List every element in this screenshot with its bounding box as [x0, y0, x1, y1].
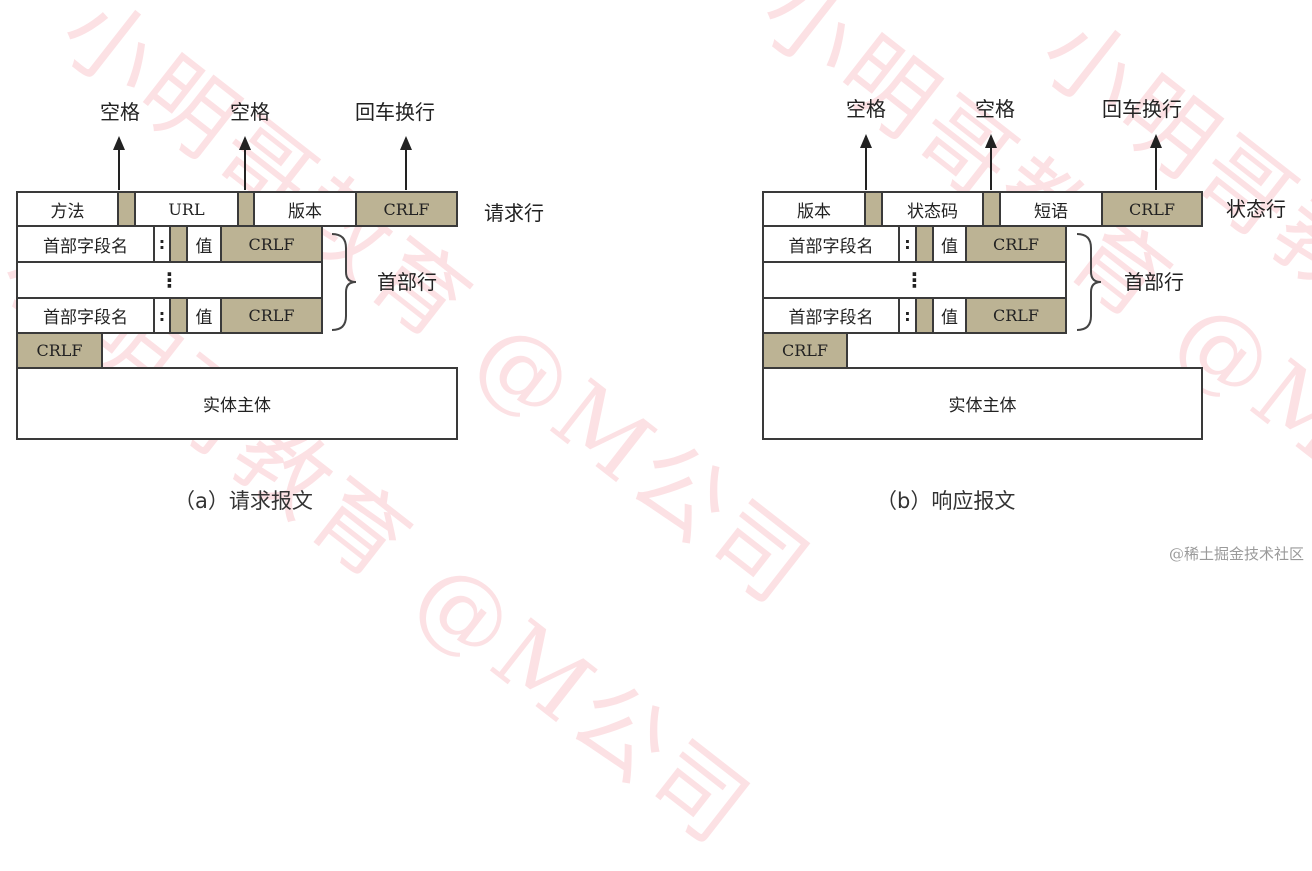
space-label: 空格	[100, 100, 140, 124]
request-line-label: 请求行	[484, 201, 544, 225]
space-label: 空格	[230, 100, 270, 124]
arrow-up-icon	[1150, 134, 1162, 190]
crlf-field: CRLF	[355, 191, 458, 227]
crlf-label: 回车换行	[1102, 97, 1182, 121]
crlf-field: CRLF	[965, 225, 1067, 263]
header-field-name: 首部字段名	[762, 297, 900, 334]
url-field: URL	[134, 191, 239, 227]
method-field: 方法	[16, 191, 119, 227]
header-ellipsis-row: ⋮	[762, 261, 1067, 299]
status-code-field: 状态码	[881, 191, 984, 227]
request-caption: （a）请求报文	[174, 489, 313, 513]
header-value-field: 值	[932, 225, 967, 263]
header-value-field: 值	[186, 225, 222, 263]
space-label: 空格	[975, 97, 1015, 121]
header-field-name: 首部字段名	[16, 297, 155, 334]
crlf-field: CRLF	[1101, 191, 1203, 227]
status-line-label: 状态行	[1226, 197, 1286, 221]
blank-line-crlf: CRLF	[762, 332, 848, 369]
arrow-up-icon	[860, 134, 872, 190]
vertical-ellipsis: ⋮	[904, 268, 925, 292]
response-caption: （b）响应报文	[876, 489, 1016, 513]
header-lines-label: 首部行	[1124, 270, 1184, 294]
crlf-field: CRLF	[965, 297, 1067, 334]
http-message-diagram: 空格 空格 回车换行 方法 URL 版本 CRLF 请求行 首部字段名 : 值 …	[16, 97, 1304, 563]
credit-text: @稀土掘金技术社区	[1168, 545, 1304, 563]
reason-phrase-field: 短语	[999, 191, 1103, 227]
version-field: 版本	[762, 191, 866, 227]
arrow-up-icon	[985, 134, 997, 190]
header-value-field: 值	[186, 297, 222, 334]
blank-line-crlf: CRLF	[16, 332, 103, 369]
header-ellipsis-row: ⋮	[16, 261, 323, 299]
header-field-name: 首部字段名	[16, 225, 155, 263]
header-value-field: 值	[932, 297, 967, 334]
brace-icon	[1076, 233, 1102, 331]
header-lines-label: 首部行	[377, 270, 437, 294]
brace-icon	[331, 233, 357, 331]
version-field: 版本	[253, 191, 357, 227]
vertical-ellipsis: ⋮	[159, 268, 180, 292]
crlf-label: 回车换行	[355, 100, 435, 124]
entity-body: 实体主体	[16, 367, 458, 440]
arrow-up-icon	[113, 136, 125, 190]
crlf-field: CRLF	[220, 225, 323, 263]
entity-body: 实体主体	[762, 367, 1203, 440]
arrow-up-icon	[239, 136, 251, 190]
crlf-field: CRLF	[220, 297, 323, 334]
space-label: 空格	[846, 97, 886, 121]
header-field-name: 首部字段名	[762, 225, 900, 263]
arrow-up-icon	[400, 136, 412, 190]
